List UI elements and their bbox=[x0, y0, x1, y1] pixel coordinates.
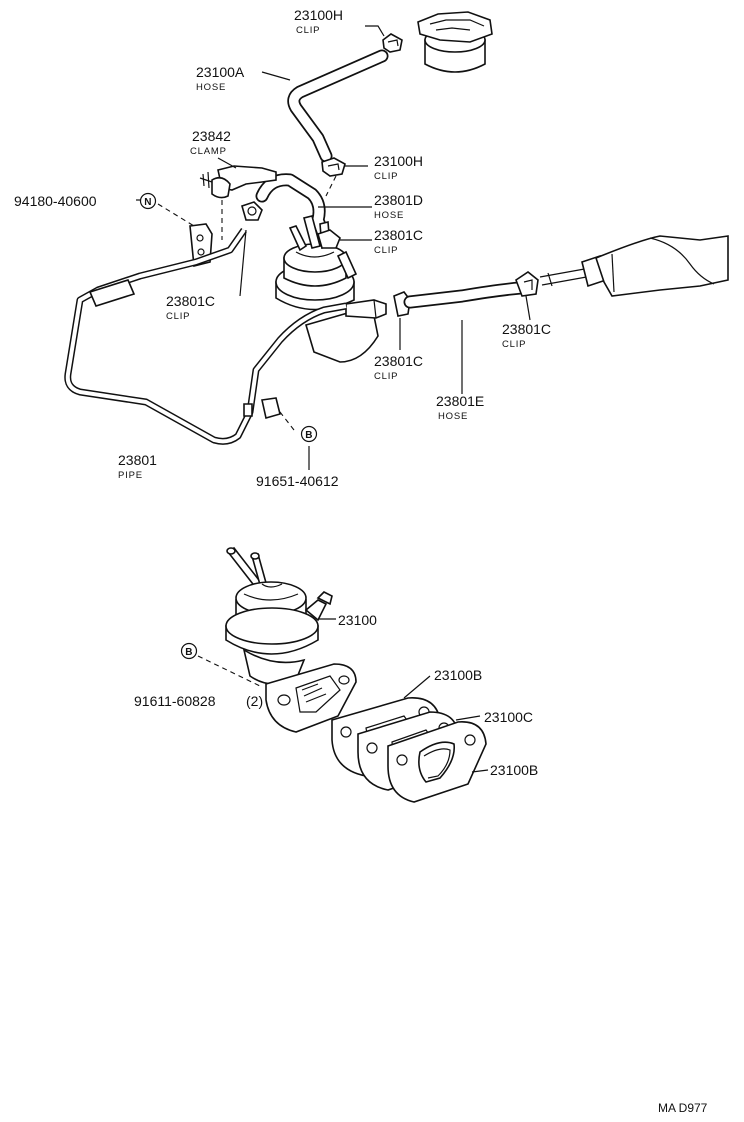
hose-23801e-drawing bbox=[403, 281, 527, 309]
part-number-23100h-mid: 23100H bbox=[374, 153, 423, 169]
callout-23100h-top: 23100H CLIP bbox=[294, 7, 343, 36]
clip-23801c-b-drawing bbox=[317, 229, 341, 249]
callout-23100b-a: 23100B bbox=[434, 667, 482, 683]
clip-23801c-c-drawing bbox=[515, 271, 539, 297]
gasket-23100b-b-drawing bbox=[387, 721, 487, 803]
callout-23801c-a: 23801C CLIP bbox=[166, 293, 215, 322]
part-number-94180-40600: 94180-40600 bbox=[14, 193, 97, 209]
callout-23100b-b: 23100B bbox=[490, 762, 538, 778]
leader-lines-upper bbox=[136, 25, 531, 470]
figure-code: MA D977 bbox=[658, 1101, 708, 1115]
callout-23801c-c: 23801C CLIP bbox=[502, 321, 551, 350]
part-number-23100h-top: 23100H bbox=[294, 7, 343, 23]
part-number-23801c-d: 23801C bbox=[374, 353, 423, 369]
part-desc-23801c-d: CLIP bbox=[374, 371, 398, 382]
part-number-23801c-b: 23801C bbox=[374, 227, 423, 243]
part-desc-23801c-a: CLIP bbox=[166, 311, 190, 322]
callout-23100h-mid: 23100H CLIP bbox=[374, 153, 423, 182]
clip-23100h-top-drawing bbox=[382, 33, 403, 53]
nut-symbol-n: N bbox=[139, 192, 157, 210]
callout-23801: 23801 PIPE bbox=[118, 452, 157, 481]
part-number-23100b-a: 23100B bbox=[434, 667, 482, 683]
svg-text:N: N bbox=[144, 197, 151, 208]
part-number-91611-60828: 91611-60828 bbox=[134, 693, 216, 709]
part-desc-23842: CLAMP bbox=[190, 146, 227, 157]
part-desc-23100h-top: CLIP bbox=[296, 25, 320, 36]
bolt-symbol-b-lower: B bbox=[180, 642, 198, 660]
pipe-23801-drawing bbox=[64, 227, 347, 445]
part-number-23100c: 23100C bbox=[484, 709, 533, 725]
part-number-23100: 23100 bbox=[338, 612, 377, 628]
clip-23801c-a-drawing bbox=[241, 201, 263, 221]
hose-23100a-drawing bbox=[287, 49, 389, 163]
callout-23100: 23100 bbox=[338, 612, 377, 628]
part-number-23100b-b: 23100B bbox=[490, 762, 538, 778]
part-number-23100a: 23100A bbox=[196, 64, 245, 80]
fuel-pump-lower-drawing bbox=[225, 546, 357, 733]
clamp-23842-drawing bbox=[199, 165, 277, 199]
callout-91651-40612: 91651-40612 bbox=[256, 473, 339, 489]
callout-23801c-d: 23801C CLIP bbox=[374, 353, 423, 382]
callout-23100c: 23100C bbox=[484, 709, 533, 725]
part-number-23801d: 23801D bbox=[374, 192, 423, 208]
part-desc-23801e: HOSE bbox=[438, 411, 468, 422]
part-desc-23100h-mid: CLIP bbox=[374, 171, 398, 182]
fuel-tank-fitting-drawing bbox=[539, 235, 729, 297]
callout-91611-60828: 91611-60828 (2) bbox=[134, 693, 263, 709]
clip-23100h-mid-drawing bbox=[321, 157, 346, 177]
callout-23100a: 23100A HOSE bbox=[196, 64, 245, 93]
part-desc-23801c-b: CLIP bbox=[374, 245, 398, 256]
carburetor-inlet-drawing bbox=[417, 11, 493, 73]
part-desc-23100a: HOSE bbox=[196, 82, 226, 93]
leader-lines-lower bbox=[197, 618, 489, 773]
part-qty-91611-60828: (2) bbox=[246, 693, 263, 709]
callout-23801c-b: 23801C CLIP bbox=[374, 227, 423, 256]
callout-94180-40600: 94180-40600 bbox=[14, 193, 97, 209]
svg-text:B: B bbox=[185, 647, 192, 658]
part-number-23801e: 23801E bbox=[436, 393, 484, 409]
part-number-91651-40612: 91651-40612 bbox=[256, 473, 339, 489]
callout-23842: 23842 CLAMP bbox=[190, 128, 231, 157]
part-desc-23801: PIPE bbox=[118, 470, 143, 481]
callout-23801e: 23801E HOSE bbox=[436, 393, 484, 422]
part-number-23801: 23801 bbox=[118, 452, 157, 468]
part-number-23842: 23842 bbox=[192, 128, 231, 144]
callout-23801d: 23801D HOSE bbox=[374, 192, 423, 221]
hose-23801d-drawing bbox=[255, 173, 331, 243]
bolt-symbol-b-upper: B bbox=[300, 425, 318, 443]
part-number-23801c-c: 23801C bbox=[502, 321, 551, 337]
part-desc-23801d: HOSE bbox=[374, 210, 404, 221]
svg-text:B: B bbox=[305, 430, 312, 441]
part-desc-23801c-c: CLIP bbox=[502, 339, 526, 350]
part-number-23801c-a: 23801C bbox=[166, 293, 215, 309]
